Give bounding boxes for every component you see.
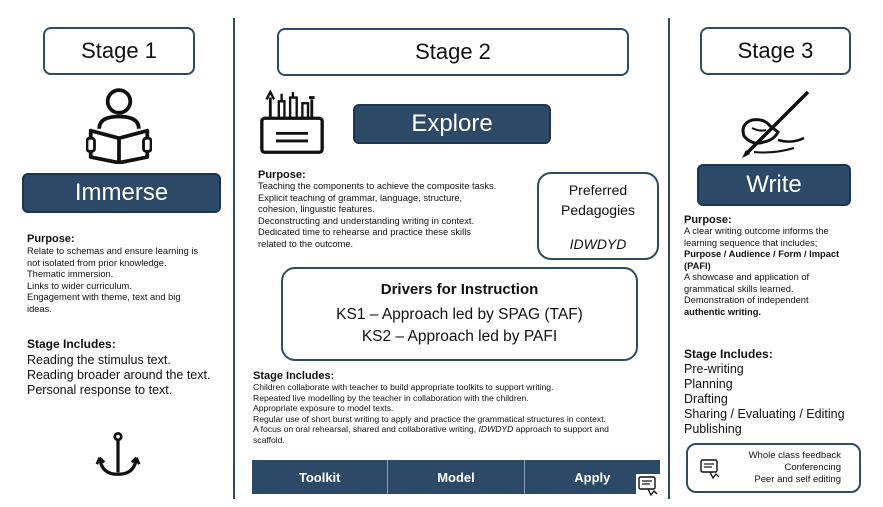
stage2-purpose-heading: Purpose:	[258, 169, 306, 181]
feedback-box: Whole class feedback Conferencing Peer a…	[686, 443, 861, 493]
stage2-purpose-line: cohesion, linguistic features.	[258, 204, 375, 214]
stage3-pafi-line: (PAFI)	[684, 260, 711, 271]
immerse-label: Immerse	[22, 173, 221, 213]
stage2-include-item: scaffold.	[253, 434, 285, 445]
stage3-include-item: Publishing	[684, 422, 742, 436]
stage2-purpose-line: Deconstructing and understanding writing…	[258, 215, 475, 226]
stage3-pafi-line: Purpose / Audience / Form / Impact	[684, 249, 840, 259]
preferred-pedagogies-box: Preferred Pedagogies IDWDYD	[537, 172, 659, 260]
drivers-title: Drivers for Instruction	[380, 281, 539, 298]
stage1-include-item: Reading broader around the text.	[27, 368, 211, 382]
stage2-purpose-line: Dedicated time to rehearse and practice …	[258, 227, 471, 237]
stage3-purpose-line: A clear writing outcome informs the	[684, 226, 829, 236]
stage3-include-item: Drafting	[684, 392, 728, 406]
stage2-title: Stage 2	[277, 28, 629, 76]
drivers-for-instruction-box: Drivers for Instruction KS1 – Approach l…	[281, 267, 638, 361]
stage2-include-text: A focus on oral rehearsal, shared and co…	[253, 424, 477, 435]
stage1-purpose-line: not isolated from prior knowledge.	[27, 257, 167, 268]
write-label: Write	[697, 164, 851, 206]
stage2-include-text: approach to support and	[513, 424, 609, 435]
stage2-include-item: Regular use of short burst writing to ap…	[253, 413, 606, 424]
writing-hand-icon	[741, 90, 810, 158]
feedback-icon	[636, 474, 660, 498]
stage1-purpose-line: Links to wider curriculum.	[27, 280, 132, 291]
pedagogies-acronym: IDWDYD	[569, 236, 627, 252]
reader-icon	[86, 88, 152, 164]
stage2-include-acronym: IDWDYD	[478, 424, 514, 435]
stage2-purpose-line: Explicit teaching of grammar, language, …	[258, 192, 463, 203]
stage3-authentic-line: authentic writing.	[684, 306, 761, 317]
stage2-purpose-line: related to the outcome.	[258, 238, 354, 249]
stage2-includes-heading: Stage Includes:	[253, 370, 335, 382]
stage3-include-item: Planning	[684, 377, 733, 391]
stage1-purpose-line: Engagement with theme, text and big	[27, 292, 181, 302]
stage1-include-item: Personal response to text.	[27, 383, 173, 397]
stage1-title: Stage 1	[43, 27, 195, 75]
stage3-includes-heading: Stage Includes:	[684, 347, 773, 361]
stage1-include-item: Reading the stimulus text.	[27, 353, 171, 367]
teaching-sequence-bar: Toolkit Model Apply	[252, 460, 660, 494]
stage1-includes-heading: Stage Includes:	[27, 337, 116, 351]
stage-divider-right	[668, 18, 670, 499]
feedback-icon	[700, 459, 720, 480]
drivers-ks1: KS1 – Approach led by SPAG (TAF)	[336, 306, 583, 323]
drivers-ks2: KS2 – Approach led by PAFI	[361, 328, 558, 345]
stage3-title: Stage 3	[700, 27, 851, 75]
stage2-include-item: Repeated live modelling by the teacher i…	[253, 392, 529, 403]
feedback-item: Whole class feedback	[748, 450, 841, 461]
stage1-purpose-line: ideas.	[27, 303, 52, 314]
pedagogies-title: Pedagogies	[561, 202, 635, 218]
stage3-purpose-line: learning sequence that includes;	[684, 237, 818, 248]
toolkit-tab: Toolkit	[252, 460, 389, 494]
stage3-include-item: Sharing / Evaluating / Editing	[684, 407, 845, 421]
apply-tab: Apply	[574, 469, 611, 485]
stage3-purpose-line: Demonstration of independent	[684, 295, 809, 305]
stage1-purpose-line: Thematic immersion.	[27, 269, 114, 279]
stage2-include-item: A focus on oral rehearsal, shared and co…	[253, 424, 665, 435]
stage3-include-item: Pre-writing	[684, 362, 744, 376]
stage2-purpose-line: Teaching the components to achieve the c…	[258, 181, 497, 191]
model-tab: Model	[388, 460, 525, 494]
stage3-purpose-heading: Purpose:	[684, 214, 732, 226]
stage2-include-item: Appropriate exposure to model texts.	[253, 403, 394, 414]
pedagogies-title: Preferred	[568, 182, 628, 198]
stage1-purpose-line: Relate to schemas and ensure learning is	[27, 246, 199, 256]
stage3-purpose-line: A showcase and application of	[684, 272, 810, 282]
stage-divider-left	[233, 18, 235, 499]
feedback-item: Conferencing	[784, 462, 841, 473]
anchor-hook-icon	[95, 432, 141, 476]
feedback-item: Peer and self editing	[754, 474, 841, 485]
stage3-purpose-line: grammatical skills learned.	[684, 283, 794, 294]
toolkit-icon	[260, 90, 324, 154]
explore-label: Explore	[353, 104, 551, 144]
stage1-purpose-heading: Purpose:	[27, 233, 75, 245]
stage2-include-item: Children collaborate with teacher to bui…	[253, 382, 554, 392]
